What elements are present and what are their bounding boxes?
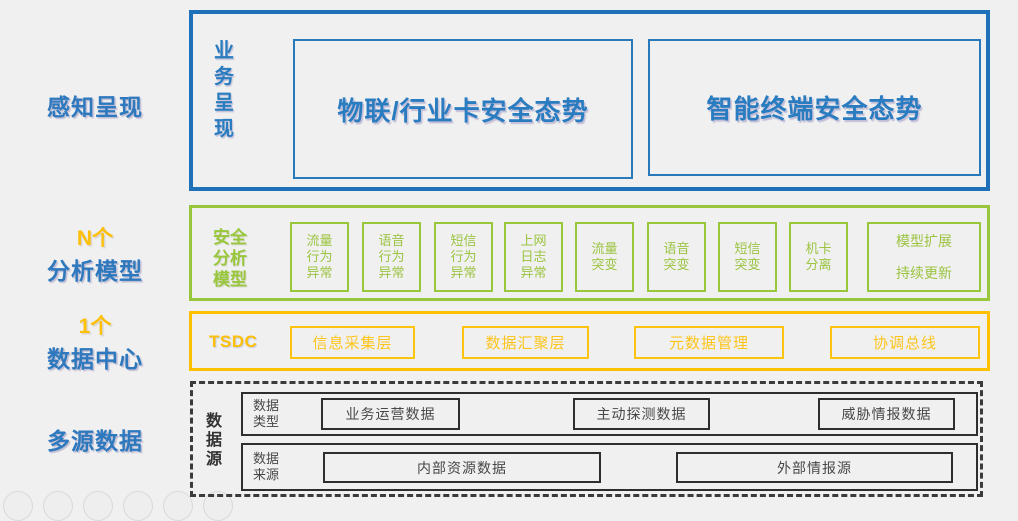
presentation-side-label: 业 务 呈 现 — [214, 40, 234, 140]
model-box-voice-behavior: 语音 行为 异常 — [362, 222, 421, 292]
smart-terminal-security-box: 智能终端安全态势 — [648, 39, 981, 176]
model-box-voice-burst: 语音 突变 — [647, 222, 706, 292]
watermark-circle — [123, 491, 153, 521]
data-type-row: 数据 类型 业务运营数据 主动探测数据 威胁情报数据 — [241, 392, 978, 436]
tsdc-box-info-collection: 信息采集层 — [290, 326, 415, 359]
data-box-internal-resource: 内部资源数据 — [323, 452, 601, 483]
data-type-row-label: 数据 类型 — [253, 398, 280, 429]
label-analysis-models: N个 分析模型 — [28, 222, 162, 286]
presentation-layer-section: 业 务 呈 现 物联/行业卡安全态势 智能终端安全态势 — [189, 10, 990, 191]
label-data-center: 1个 数据中心 — [28, 310, 162, 374]
label-perception: 感知呈现 — [28, 88, 162, 122]
data-origin-row-label: 数据 来源 — [253, 451, 280, 482]
label-analysis-models-text: 分析模型 — [47, 258, 143, 284]
label-analysis-models-count: N个 — [76, 227, 114, 250]
data-box-active-probe: 主动探测数据 — [573, 398, 710, 430]
analysis-models-side-label: 安全 分析 模型 — [213, 228, 247, 289]
watermark-circle — [3, 491, 33, 521]
model-box-extension-update: 模型扩展 持续更新 — [867, 222, 981, 292]
model-box-internet-log: 上网 日志 异常 — [504, 222, 563, 292]
model-box-traffic-burst: 流量 突变 — [575, 222, 634, 292]
data-source-section: 数 据 源 数据 类型 业务运营数据 主动探测数据 威胁情报数据 数据 来源 内… — [190, 381, 983, 497]
data-source-side-label: 数 据 源 — [205, 413, 222, 468]
data-center-section: TSDC 信息采集层 数据汇聚层 元数据管理 协调总线 — [189, 311, 990, 371]
tsdc-box-coordination-bus: 协调总线 — [830, 326, 980, 359]
model-box-traffic-behavior: 流量 行为 异常 — [290, 222, 349, 292]
iot-card-security-box: 物联/行业卡安全态势 — [293, 39, 633, 179]
label-multi-source-data-text: 多源数据 — [47, 428, 143, 454]
label-data-center-text: 数据中心 — [47, 346, 143, 372]
data-box-external-intelligence: 外部情报源 — [676, 452, 953, 483]
data-origin-row: 数据 来源 内部资源数据 外部情报源 — [241, 443, 978, 491]
tsdc-box-data-aggregation: 数据汇聚层 — [462, 326, 589, 359]
watermark-circle — [43, 491, 73, 521]
tsdc-side-label: TSDC — [209, 332, 258, 351]
model-box-sms-behavior: 短信 行为 异常 — [434, 222, 493, 292]
watermark-circle — [163, 491, 193, 521]
data-box-threat-intelligence: 威胁情报数据 — [818, 398, 955, 430]
watermark-circle — [83, 491, 113, 521]
tsdc-box-metadata-management: 元数据管理 — [634, 326, 784, 359]
label-multi-source-data: 多源数据 — [28, 422, 162, 456]
model-box-sim-separation: 机卡 分离 — [789, 222, 848, 292]
data-box-business-operation: 业务运营数据 — [321, 398, 460, 430]
model-box-sms-burst: 短信 突变 — [718, 222, 777, 292]
label-perception-text: 感知呈现 — [47, 94, 143, 120]
label-data-center-count: 1个 — [78, 315, 112, 338]
analysis-models-section: 安全 分析 模型 流量 行为 异常 语音 行为 异常 短信 行为 异常 上网 日… — [189, 205, 990, 301]
